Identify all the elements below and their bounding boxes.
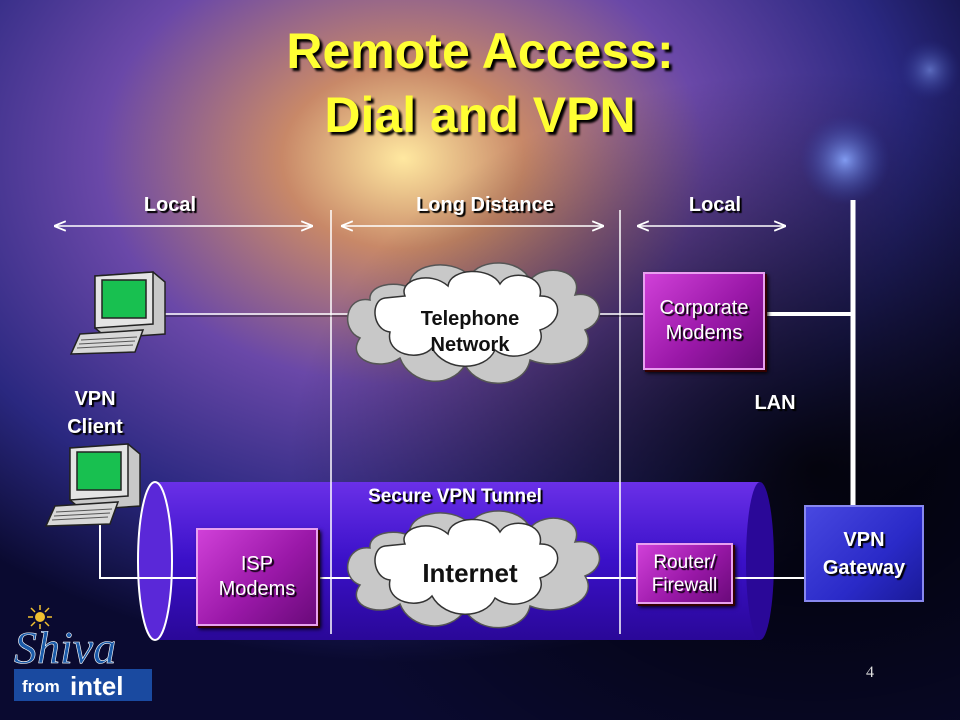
telephone-network-cloud <box>346 262 601 385</box>
vpn-client-link <box>99 525 200 579</box>
slide-title-line2: Dial and VPN <box>324 87 636 143</box>
telephone-network-label: Telephone Network <box>395 306 545 358</box>
slide-title-line1: Remote Access: <box>286 23 674 79</box>
vpn-client-label-line2: Client <box>67 416 123 438</box>
vpn-gateway-label-line1: VPN <box>843 528 885 551</box>
vpn-client-label: VPN Client <box>45 385 145 441</box>
router-firewall-label-line2: Firewall <box>651 574 718 596</box>
vpn-gateway-box: VPN Gateway <box>804 505 924 602</box>
shiva-from-intel-logo: Shiva from intel <box>14 605 152 701</box>
router-firewall-label-line1: Router/ <box>653 551 716 573</box>
logo-maker: intel <box>70 671 123 701</box>
lan-label: LAN <box>754 392 796 414</box>
telephone-network-label-line1: Telephone <box>420 308 520 330</box>
isp-modems-box: ISP Modems <box>196 528 318 626</box>
page-number: 4 <box>866 664 874 681</box>
secure-vpn-tunnel-label: Secure VPN Tunnel <box>368 486 542 507</box>
vpn-client-label-line1: VPN <box>74 388 116 410</box>
internet-label: Internet <box>422 558 518 588</box>
internet-cloud <box>346 510 601 629</box>
telephone-network-label-line2: Network <box>430 334 510 356</box>
corporate-modems-label-line2: Modems <box>665 322 743 344</box>
vpn-gateway-label-line2: Gateway <box>822 556 906 579</box>
isp-modems-label-line2: Modems <box>218 578 296 600</box>
zone-label-long-distance: Long Distance <box>416 194 554 216</box>
shiva-sun-icon <box>28 605 52 629</box>
isp-modems-label-line1: ISP <box>240 553 274 575</box>
corporate-modems-box: Corporate Modems <box>643 272 765 370</box>
router-firewall-box: Router/ Firewall <box>636 543 733 604</box>
zone-label-local-right: Local <box>688 194 742 216</box>
dial-client-computer-icon <box>69 271 166 355</box>
vpn-client-computer-icon <box>44 443 141 527</box>
logo-from: from <box>22 677 60 696</box>
logo-brand: Shiva <box>14 622 116 673</box>
zone-label-local-left: Local <box>143 194 197 216</box>
corporate-modems-label-line1: Corporate <box>659 297 749 319</box>
